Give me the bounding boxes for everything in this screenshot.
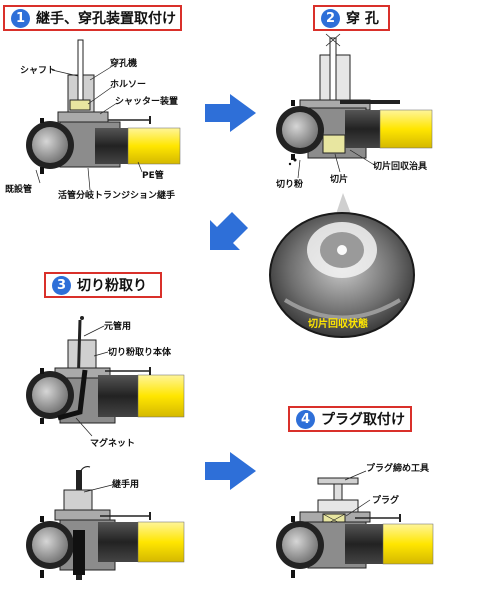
step-3b-diagram: 継手用 bbox=[26, 466, 185, 580]
step-2-title-box: 2 穿 孔 bbox=[313, 5, 390, 31]
step-1-title: 継手、穿孔装置取付け bbox=[36, 11, 176, 27]
holesaw bbox=[69, 99, 91, 111]
magnet-rod bbox=[57, 369, 88, 421]
pe-pipe bbox=[127, 127, 181, 165]
label-chip-state: 切片回収状態 bbox=[308, 317, 368, 330]
pe-pipe-4 bbox=[382, 523, 434, 565]
step-2-diagram: 切片回収治具 切り粉 切片 切片回収状態 bbox=[269, 33, 433, 338]
arrow-down-left-icon bbox=[210, 212, 248, 250]
plug-tool-handle bbox=[317, 477, 359, 485]
label-joint-use: 継手用 bbox=[112, 478, 139, 490]
arrow-right-1-icon bbox=[205, 94, 256, 132]
dark-branch-pipe bbox=[95, 128, 130, 164]
label-powder-body: 切り粉取り本体 bbox=[108, 346, 172, 358]
step-1-number: 1 bbox=[11, 8, 30, 28]
label-main-pipe-use: 元管用 bbox=[104, 320, 131, 332]
label-pe-pipe: PE管 bbox=[142, 169, 164, 181]
pe-pipe-2 bbox=[379, 109, 433, 149]
step-4-number: 4 bbox=[296, 409, 315, 429]
label-plug: プラグ bbox=[372, 494, 399, 506]
label-holder: ホルソー bbox=[110, 79, 146, 90]
step-2-title: 穿 孔 bbox=[346, 11, 379, 27]
label-plug-tool: プラグ締め工具 bbox=[366, 462, 429, 474]
step-4-diagram: プラグ締め工具 プラグ bbox=[276, 462, 434, 578]
label-drill: 穿孔機 bbox=[110, 57, 137, 69]
chip-tool bbox=[322, 134, 346, 154]
pe-pipe-3b bbox=[137, 521, 185, 563]
label-chip-tool: 切片回収治具 bbox=[373, 160, 427, 172]
label-chip: 切片 bbox=[330, 173, 348, 185]
label-cutting-powder: 切り粉 bbox=[276, 178, 303, 190]
dark-branch-pipe-3 bbox=[98, 375, 140, 417]
dark-branch-pipe-2 bbox=[345, 110, 383, 148]
step-3-title-box: 3 切り粉取り bbox=[44, 272, 162, 298]
step-4-title-box: 4 プラグ取付け bbox=[288, 406, 412, 432]
step-3-number: 3 bbox=[52, 275, 71, 295]
pe-pipe-3 bbox=[137, 374, 185, 418]
label-shutter: シャッター装置 bbox=[115, 95, 178, 107]
step-1-diagram: シャフト 穿孔機 ホルソー シャッター装置 PE管 既設管 活管分岐トランジショ… bbox=[5, 39, 181, 201]
dark-branch-pipe-4 bbox=[345, 524, 385, 564]
step-4-title: プラグ取付け bbox=[321, 412, 405, 428]
label-shaft: シャフト bbox=[20, 65, 56, 76]
arrow-right-2-icon bbox=[205, 452, 256, 490]
label-magnet: マグネット bbox=[90, 437, 135, 449]
shaft bbox=[77, 39, 84, 101]
step-2-number: 2 bbox=[321, 8, 340, 28]
dark-branch-pipe-3b bbox=[98, 522, 140, 562]
step-3-diagram: 元管用 切り粉取り本体 マグネット bbox=[26, 316, 185, 449]
step-3-title: 切り粉取り bbox=[77, 278, 147, 294]
label-existing-pipe: 既設管 bbox=[5, 183, 32, 195]
step-1-title-box: 1 継手、穿孔装置取付け bbox=[3, 5, 182, 31]
label-transition-joint: 活管分岐トランジション継手 bbox=[58, 189, 175, 201]
